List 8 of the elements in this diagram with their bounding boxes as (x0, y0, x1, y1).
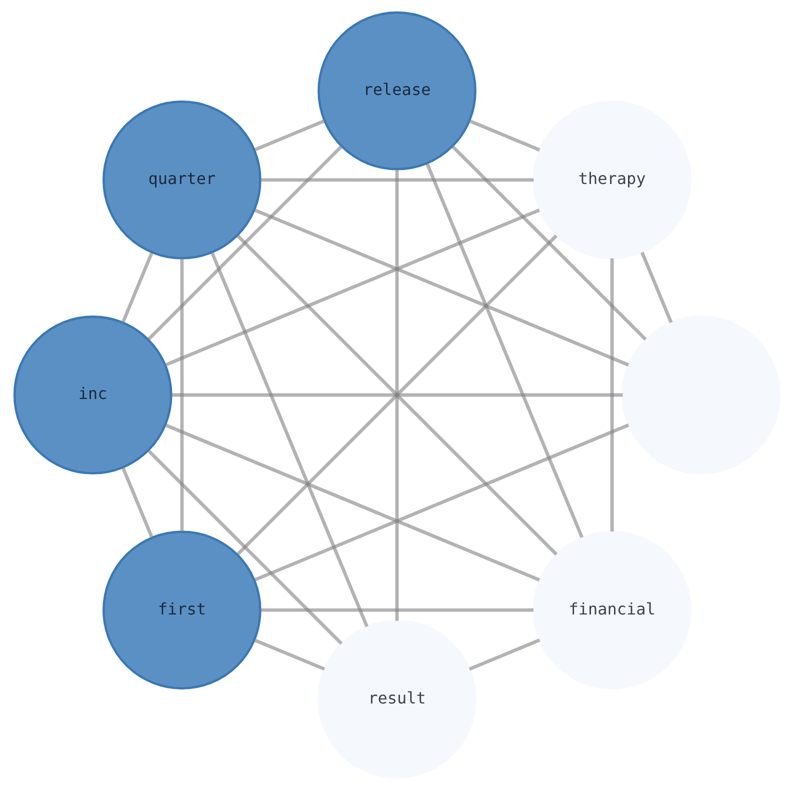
node-circle: result (318, 620, 476, 779)
node-circle: inc (13, 316, 172, 474)
node-circle: financial (532, 530, 692, 690)
node-circle (622, 316, 781, 474)
node-circle: therapy (532, 100, 692, 260)
node-circle: first (102, 530, 262, 690)
node-circle: release (318, 11, 476, 170)
node-circle: quarter (102, 100, 262, 260)
